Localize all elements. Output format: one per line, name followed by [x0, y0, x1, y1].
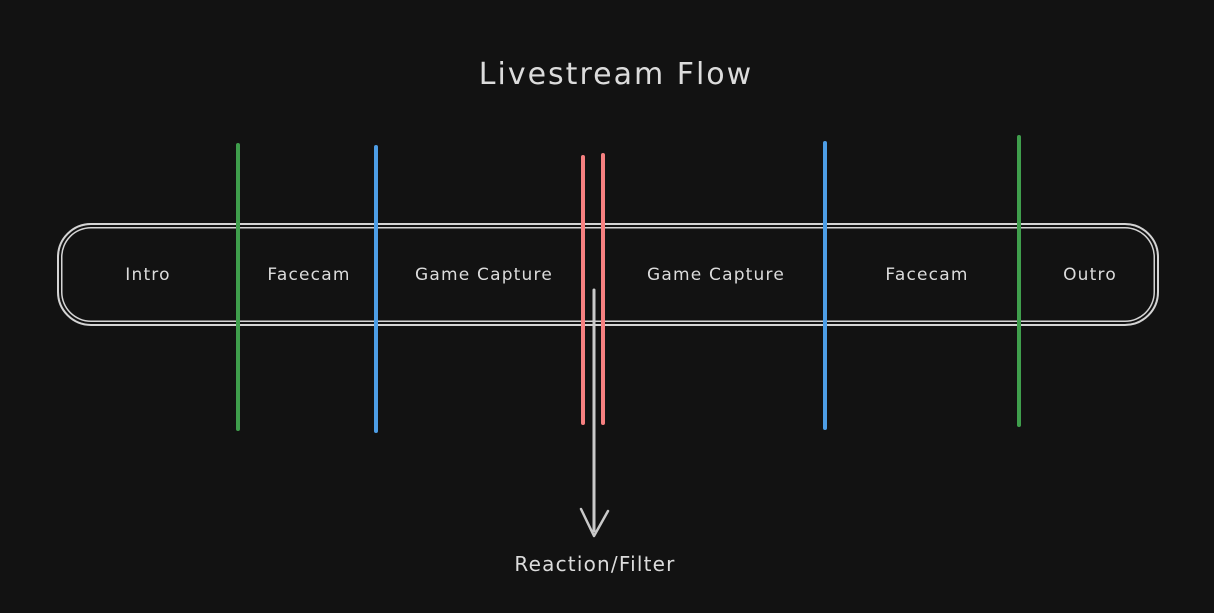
scene-marker-green-1	[236, 143, 240, 431]
annotation-label: Reaction/Filter	[514, 552, 676, 576]
segment-label-outro: Outro	[1063, 265, 1117, 285]
diagram-title: Livestream Flow	[478, 57, 754, 92]
segment-label-facecam-1: Facecam	[267, 265, 351, 285]
scene-marker-green-2	[1017, 135, 1021, 427]
segment-label-game-capture-1: Game Capture	[414, 265, 554, 285]
scene-marker-red-1	[581, 155, 585, 425]
scene-marker-red-2	[601, 153, 605, 425]
scene-marker-blue-1	[374, 145, 378, 433]
segment-label-intro: Intro	[125, 265, 171, 285]
segment-label-game-capture-2: Game Capture	[646, 265, 786, 285]
timeline-box	[57, 223, 1159, 326]
scene-marker-blue-2	[823, 141, 827, 430]
down-arrow-icon	[579, 288, 610, 538]
segment-label-facecam-2: Facecam	[885, 265, 969, 285]
